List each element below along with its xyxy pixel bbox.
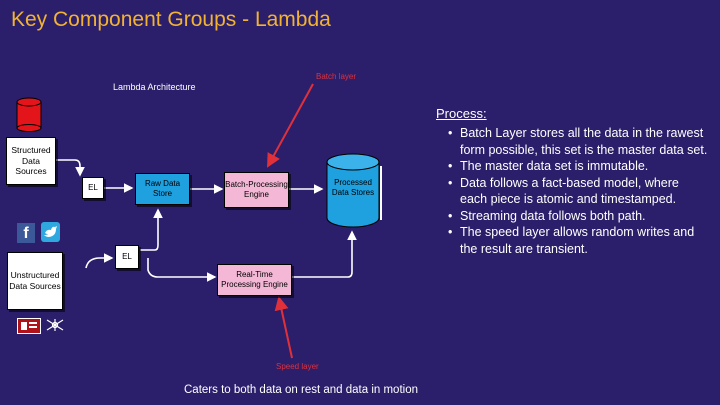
process-item: The master data set is immutable.: [448, 158, 708, 175]
slide-title: Key Component Groups - Lambda: [11, 8, 331, 31]
unstructured-data-sources: Unstructured Data Sources: [7, 252, 63, 310]
process-item: Batch Layer stores all the data in the r…: [448, 125, 708, 158]
el-top: EL: [82, 177, 104, 199]
el-bottom: EL: [115, 245, 139, 269]
processed-data-stores-label: Processed Data Stores: [331, 178, 375, 197]
unstructured-to-el-line: [85, 253, 114, 269]
el-to-raw-up-line: [140, 208, 163, 251]
real-time-processing-engine: Real-Time Processing Engine: [217, 264, 292, 296]
facebook-icon: f: [17, 223, 35, 243]
batch-layer-arrow: [267, 83, 314, 168]
el-to-realtime-line: [147, 258, 217, 282]
raw-data-store: Raw Data Store: [135, 173, 190, 205]
cylinder-icon: [326, 153, 382, 228]
process-item: Streaming data follows both path.: [448, 208, 708, 225]
structured-data-sources: Structured Data Sources: [6, 137, 56, 185]
speed-layer-label: Speed layer: [276, 362, 319, 371]
news-icon: [17, 318, 41, 334]
processed-data-stores: Processed Data Stores: [325, 152, 383, 230]
structured-to-el-line: [56, 159, 85, 177]
process-item: Data follows a fact-based model, where e…: [448, 175, 708, 208]
process-item: The speed layer allows random writes and…: [448, 224, 708, 257]
diagram-caption: Lambda Architecture: [113, 82, 196, 92]
database-icon: [16, 97, 42, 132]
speed-layer-arrow: [274, 296, 293, 359]
process-panel: Process: Batch Layer stores all the data…: [436, 105, 708, 257]
slide-footer: Caters to both data on rest and data in …: [184, 384, 418, 396]
twitter-icon: [41, 222, 60, 242]
network-icon: [45, 318, 65, 332]
process-heading: Process:: [436, 106, 487, 121]
batch-layer-label: Batch layer: [316, 72, 357, 81]
batch-processing-engine: Batch-Processing Engine: [224, 172, 289, 208]
realtime-to-processed-line: [292, 230, 357, 278]
process-list: Batch Layer stores all the data in the r…: [436, 125, 708, 257]
